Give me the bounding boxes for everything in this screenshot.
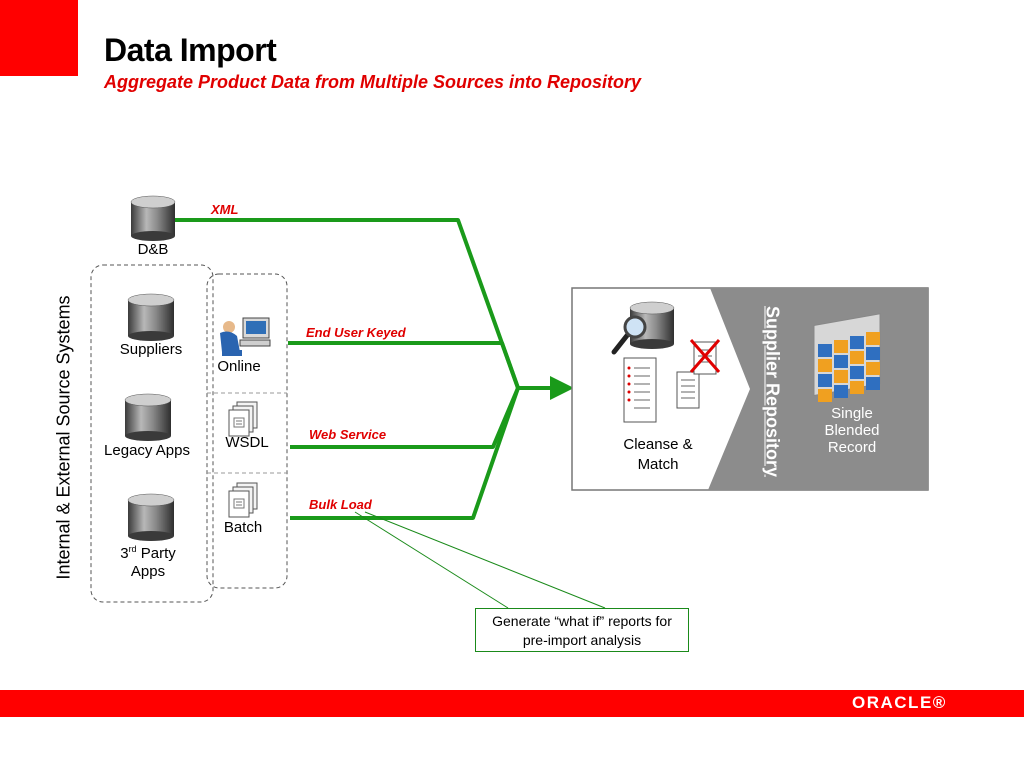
supplier-repository-label: Supplier Repository xyxy=(762,305,783,478)
record-cell xyxy=(850,351,864,364)
record-cell xyxy=(866,347,880,360)
source-systems-group-label: Internal & External Source Systems xyxy=(53,295,74,580)
record-cell xyxy=(834,385,848,398)
dnb-label: D&B xyxy=(137,241,169,258)
end-user-keyed-connector-label: End User Keyed xyxy=(306,325,406,340)
batch-label: Batch xyxy=(223,519,263,536)
footer-bar xyxy=(0,690,1024,717)
record-cell xyxy=(866,377,880,390)
online-label: Online xyxy=(217,358,261,375)
suppliers-label: Suppliers xyxy=(119,341,183,358)
record-cell xyxy=(834,340,848,353)
wsdl-label: WSDL xyxy=(225,434,269,451)
callout-pointer-lines xyxy=(354,511,606,609)
record-cell xyxy=(818,344,832,357)
bulk-load-flow-line xyxy=(290,387,520,520)
record-cell xyxy=(834,370,848,383)
cleanse-match-label: Cleanse &Match xyxy=(623,436,693,473)
suppliers-database-icon xyxy=(127,293,175,341)
record-cell xyxy=(850,381,864,394)
online-user-computer-icon xyxy=(220,317,271,356)
batch-document-icon xyxy=(228,482,258,518)
dnb-database-icon xyxy=(130,195,176,241)
record-cell xyxy=(818,359,832,372)
web-service-connector-label: Web Service xyxy=(309,427,387,442)
cleanse-search-database-icon xyxy=(611,301,675,355)
xml-flow-line xyxy=(175,218,520,389)
record-cell xyxy=(818,374,832,387)
record-cell xyxy=(850,336,864,349)
page-subtitle: Aggregate Product Data from Multiple Sou… xyxy=(104,72,642,92)
record-cell xyxy=(818,389,832,402)
brand-corner-block xyxy=(0,0,78,76)
legacy-apps-database-icon xyxy=(124,393,172,441)
oracle-logo: ORACLE® xyxy=(852,693,947,712)
blended-record-cells xyxy=(818,332,880,402)
record-cell xyxy=(866,332,880,345)
record-cell xyxy=(834,355,848,368)
text-document-icon xyxy=(676,371,700,409)
third-party-apps-database-icon xyxy=(127,493,175,541)
checklist-document-icon xyxy=(623,357,657,423)
page-title: Data Import xyxy=(104,32,277,68)
source-systems-group xyxy=(90,264,214,603)
data-flow-lines xyxy=(175,218,574,520)
bulk-load-connector-label: Bulk Load xyxy=(309,497,372,512)
rejected-document-icon xyxy=(689,339,721,375)
end-user-keyed-flow-line xyxy=(288,341,520,389)
record-cell xyxy=(866,362,880,375)
record-cell xyxy=(850,366,864,379)
channel-group xyxy=(206,273,288,589)
third-party-apps-label: 3rd Party Apps xyxy=(120,544,176,580)
legacy-apps-label: Legacy Apps xyxy=(104,442,190,459)
xml-connector-label: XML xyxy=(211,202,239,217)
wsdl-document-icon xyxy=(228,401,258,437)
